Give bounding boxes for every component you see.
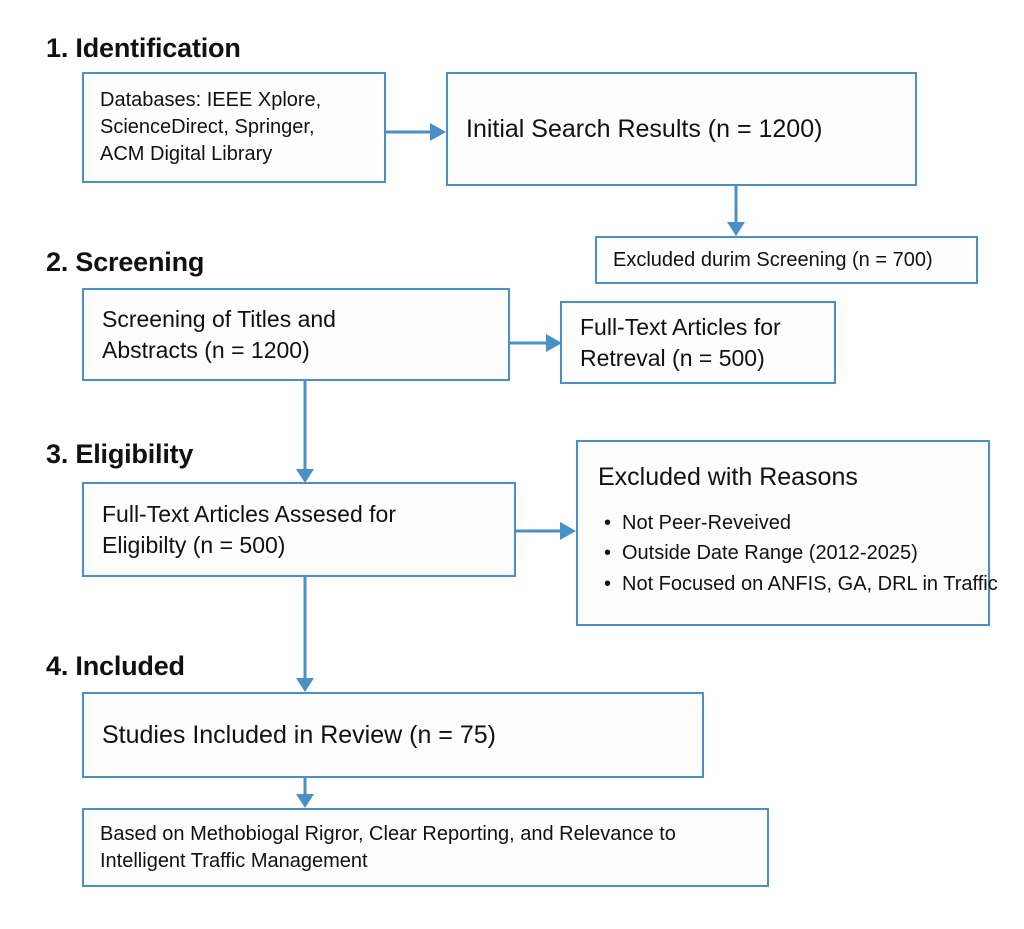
list-item: Not Peer-Reveived bbox=[604, 508, 988, 539]
connector-screening-to-fulltext-retrieval bbox=[510, 323, 566, 363]
node-initial-search-results[interactable]: Initial Search Results (n = 1200) bbox=[446, 72, 917, 186]
connector-screening-to-eligibility bbox=[285, 381, 325, 485]
node-fulltext-articles-retrieval-text: Full-Text Articles for Retreval (n = 500… bbox=[580, 314, 781, 371]
node-screening-titles-abstracts-text: Screening of Titles and Abstracts (n = 1… bbox=[102, 306, 336, 363]
connector-eligibility-to-studies-included bbox=[285, 577, 325, 694]
node-initial-search-results-text: Initial Search Results (n = 1200) bbox=[466, 114, 823, 143]
connector-databases-to-initial-search bbox=[386, 112, 450, 152]
excluded-with-reasons-list: Not Peer-Reveived Outside Date Range (20… bbox=[578, 508, 998, 600]
node-databases[interactable]: Databases: IEEE Xplore, ScienceDirect, S… bbox=[82, 72, 386, 183]
node-fulltext-articles-assessed-text: Full-Text Articles Assesed for Eligibilt… bbox=[102, 501, 396, 558]
stage-heading-eligibility: 3. Eligibility bbox=[46, 439, 194, 469]
excluded-with-reasons-title: Excluded with Reasons bbox=[598, 463, 858, 491]
connector-initial-search-to-excluded-screening bbox=[716, 186, 756, 238]
stage-heading-included: 4. Included bbox=[46, 651, 185, 681]
node-inclusion-basis[interactable]: Based on Methobiogal Rigror, Clear Repor… bbox=[82, 808, 769, 887]
connector-eligibility-to-excluded-reasons bbox=[516, 511, 580, 551]
stage-heading-screening: 2. Screening bbox=[46, 247, 205, 277]
node-excluded-with-reasons[interactable]: Excluded with Reasons Not Peer-Reveived … bbox=[576, 440, 998, 626]
node-studies-included[interactable]: Studies Included in Review (n = 75) bbox=[82, 692, 704, 778]
node-excluded-during-screening-text: Excluded durim Screening (n = 700) bbox=[613, 248, 933, 271]
connector-studies-included-to-inclusion-basis bbox=[285, 778, 325, 810]
node-inclusion-basis-text: Based on Methobiogal Rigror, Clear Repor… bbox=[100, 822, 676, 872]
node-studies-included-text: Studies Included in Review (n = 75) bbox=[102, 720, 496, 749]
node-excluded-during-screening[interactable]: Excluded durim Screening (n = 700) bbox=[595, 236, 978, 284]
list-item: Outside Date Range (2012-2025) bbox=[604, 538, 988, 569]
node-databases-text: Databases: IEEE Xplore, ScienceDirect, S… bbox=[100, 89, 322, 165]
stage-heading-identification: 1. Identification bbox=[46, 33, 241, 63]
list-item: Not Focused on ANFIS, GA, DRL in Traffic bbox=[604, 569, 998, 600]
node-fulltext-articles-retrieval[interactable]: Full-Text Articles for Retreval (n = 500… bbox=[560, 301, 836, 384]
node-fulltext-articles-assessed[interactable]: Full-Text Articles Assesed for Eligibilt… bbox=[82, 482, 516, 577]
node-screening-titles-abstracts[interactable]: Screening of Titles and Abstracts (n = 1… bbox=[82, 288, 510, 381]
